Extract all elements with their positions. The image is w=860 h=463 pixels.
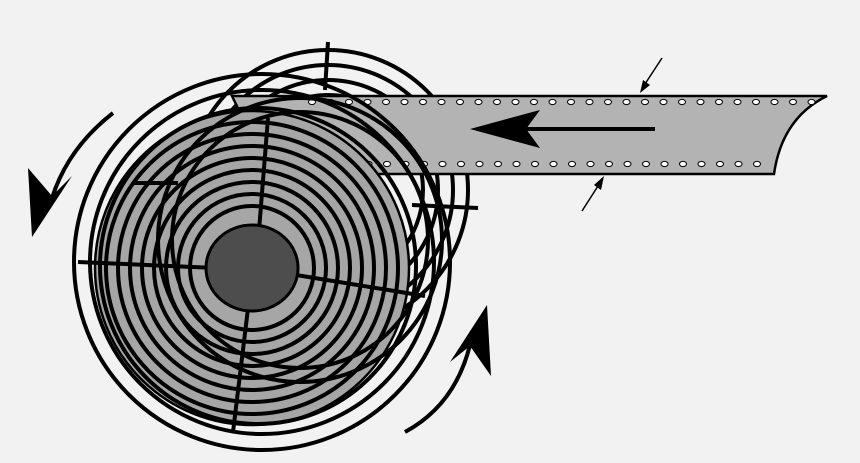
spoke-back-up [323,41,330,91]
perforation-hole [474,98,483,106]
film-direction-arrow [470,110,655,148]
perforation-hole [512,160,521,168]
perforations-bottom [272,160,761,168]
perforation-hole [715,98,723,106]
perforation-hole [548,98,557,106]
perforation-hole [400,98,409,106]
perforation-hole [457,160,465,168]
perforation-hole [660,160,669,168]
perforation-hole [734,160,743,168]
perforation-hole [770,98,779,106]
reel-spokes [77,41,479,433]
film-layer [164,180,340,356]
perforation-hole [585,98,594,106]
perforation-hole [733,98,742,106]
width-marker-bottom [581,176,604,212]
spoke-down [231,291,252,433]
perforation-hole [696,98,705,106]
front-reel-ring [98,106,418,426]
spoke-up [256,117,270,244]
perforation-hole [511,98,520,106]
perforation-hole [659,98,668,106]
perforation-hole [807,98,816,106]
perforation-hole [586,160,595,168]
perforation-hole [383,160,391,168]
rotation-arrow-left [28,111,115,237]
perforation-hole [641,98,649,106]
spoke-right [289,272,426,298]
film-layer [116,132,388,404]
spiral-reel-front [72,72,452,452]
front-reel-ring [72,72,452,452]
perforation-hole [752,98,760,106]
spool-core [204,223,300,313]
spoke-back-right [411,203,479,210]
perforation-hole [604,98,612,106]
perforation-hole [382,98,390,106]
front-reel-ring [156,96,444,384]
perforation-hole [494,160,502,168]
perforation-hole [789,98,797,106]
film-arrow-head [470,110,540,148]
perforation-hole [475,160,484,168]
perforation-hole [567,98,575,106]
front-reel-ring [170,110,430,370]
film-layer [140,156,364,380]
perforation-hole [568,160,576,168]
perforation-hole [753,160,761,168]
perforation-hole [438,160,447,168]
perforation-hole [716,160,724,168]
rotation-arrow-bottom [404,305,491,434]
perforation-hole [679,160,687,168]
arrow-head-left [28,168,72,237]
perforation-hole [623,160,632,168]
perforation-hole [605,160,613,168]
width-marker-top [640,57,663,93]
perforation-hole [678,98,686,106]
perforation-hole [437,98,446,106]
perforation-hole [531,160,539,168]
perforation-hole [697,160,706,168]
perforation-hole [493,98,501,106]
perforation-hole [530,98,538,106]
perforation-hole [456,98,464,106]
arrow-head-bottom [450,305,491,376]
perforation-hole [549,160,558,168]
perforation-hole [419,98,427,106]
film-layer [152,168,352,368]
perforation-hole [642,160,650,168]
film-layer [128,144,376,392]
spoke-left [77,260,217,270]
perforation-hole [622,98,631,106]
